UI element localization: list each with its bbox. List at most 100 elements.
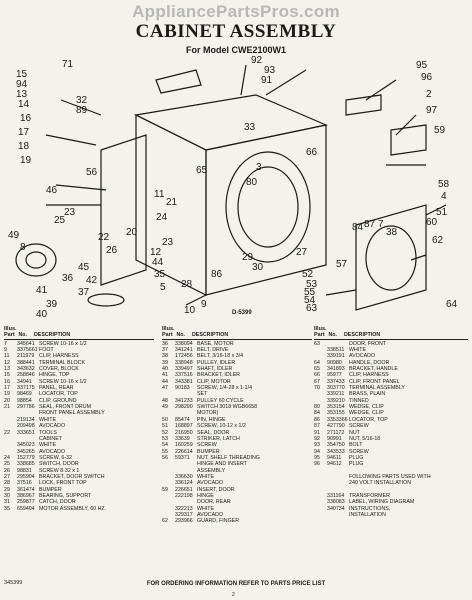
callout-12: 12 <box>150 247 162 258</box>
callout-64: 64 <box>446 299 458 310</box>
part-no: 160259 <box>175 442 193 449</box>
illus-no: 93 <box>314 442 320 449</box>
part-no: 226614 <box>175 448 193 455</box>
callout-18: 18 <box>18 141 30 152</box>
part-no: 85474 <box>175 416 190 423</box>
part-no: 427790 <box>327 423 345 430</box>
page-title: CABINET ASSEMBLY <box>135 21 337 42</box>
table-row: INSTALLATION <box>314 512 468 518</box>
part-no: 353155 <box>327 410 345 417</box>
illus-no: 16 <box>4 378 10 385</box>
table-row: 240 VOLT INSTALLATION <box>314 480 468 486</box>
description: TERMINAL ASSEMBLY <box>349 385 405 392</box>
callout-92: 92 <box>251 55 263 66</box>
callout-54: 54 <box>304 295 316 306</box>
callout-84: 84 <box>352 222 364 233</box>
description: CABINET <box>39 435 62 442</box>
illus-no: 31 <box>4 499 10 506</box>
illus-no: 55 <box>162 448 168 455</box>
description: SET <box>197 391 208 398</box>
description: WHITE <box>39 416 57 423</box>
description: SWITCH 3018 WGB6658 <box>197 404 258 411</box>
part-no: 297786 <box>17 404 35 411</box>
callout-86: 86 <box>211 269 223 280</box>
description: DOOR, FRONT <box>349 340 387 347</box>
callout-32: 32 <box>76 95 88 106</box>
description: BRACKET, IDLER <box>197 372 240 379</box>
description: WHITE <box>39 442 57 449</box>
callout-44: 44 <box>152 257 164 268</box>
part-no: 338511 <box>327 347 345 354</box>
part-no: 37516 <box>17 480 32 487</box>
description: BUMPER <box>197 448 220 455</box>
table-row: FRONT PANEL ASSEMBLY <box>4 410 154 416</box>
description: INSTALLATION <box>349 511 386 518</box>
illus-no: 26 <box>4 467 10 474</box>
callout-29: 29 <box>242 252 254 263</box>
part-no: 331164 <box>327 492 345 499</box>
description: BRACKET, DOOR SWITCH <box>39 473 105 480</box>
illus-no: 40 <box>162 366 168 373</box>
description: CATCH, DOOR <box>39 499 76 506</box>
callout-3: 3 <box>256 162 262 173</box>
description: TINNED <box>349 397 369 404</box>
illus-no: 27 <box>4 473 10 480</box>
callout-2: 2 <box>426 89 432 100</box>
description: HINGE <box>197 492 214 499</box>
callout-14: 14 <box>18 99 30 110</box>
callout-27: 27 <box>296 247 308 258</box>
part-no: 168897 <box>175 423 193 430</box>
illus-no: 41 <box>162 372 168 379</box>
callout-7: 7 <box>378 219 384 230</box>
part-no: 336124 <box>175 480 193 487</box>
description: CLIP, MOTOR <box>197 378 231 385</box>
callout-55: 55 <box>304 287 316 298</box>
illus-no: 65 <box>314 366 320 373</box>
illus-no: 28 <box>4 480 10 487</box>
illus-no: 70 <box>314 385 320 392</box>
callout-45: 45 <box>78 262 90 273</box>
illus-no: 67 <box>314 378 320 385</box>
callout-17: 17 <box>18 127 30 138</box>
table-row: SET <box>162 391 312 397</box>
callout-71: 71 <box>62 59 74 70</box>
callout-59: 59 <box>434 125 446 136</box>
part-no: 338094 <box>175 340 193 347</box>
description: TOOLS <box>39 429 57 436</box>
description: NUT <box>349 429 360 436</box>
illus-no: 86 <box>314 416 320 423</box>
illus-no: 91 <box>314 429 320 436</box>
callout-65: 65 <box>196 165 208 176</box>
callout-8: 8 <box>20 242 26 253</box>
description: MOTOR ASSEMBLY, 60 HZ. <box>39 505 107 512</box>
callout-11: 11 <box>154 189 165 200</box>
part-no: 339210 <box>327 397 345 404</box>
callout-26: 26 <box>106 245 118 256</box>
part-no: 211979 <box>17 353 35 360</box>
description: PANEL, REAR <box>39 385 74 392</box>
model-label: For Model CWE2100W1 <box>185 45 286 55</box>
callout-89: 89 <box>76 105 88 116</box>
illus-no: 54 <box>162 442 168 449</box>
